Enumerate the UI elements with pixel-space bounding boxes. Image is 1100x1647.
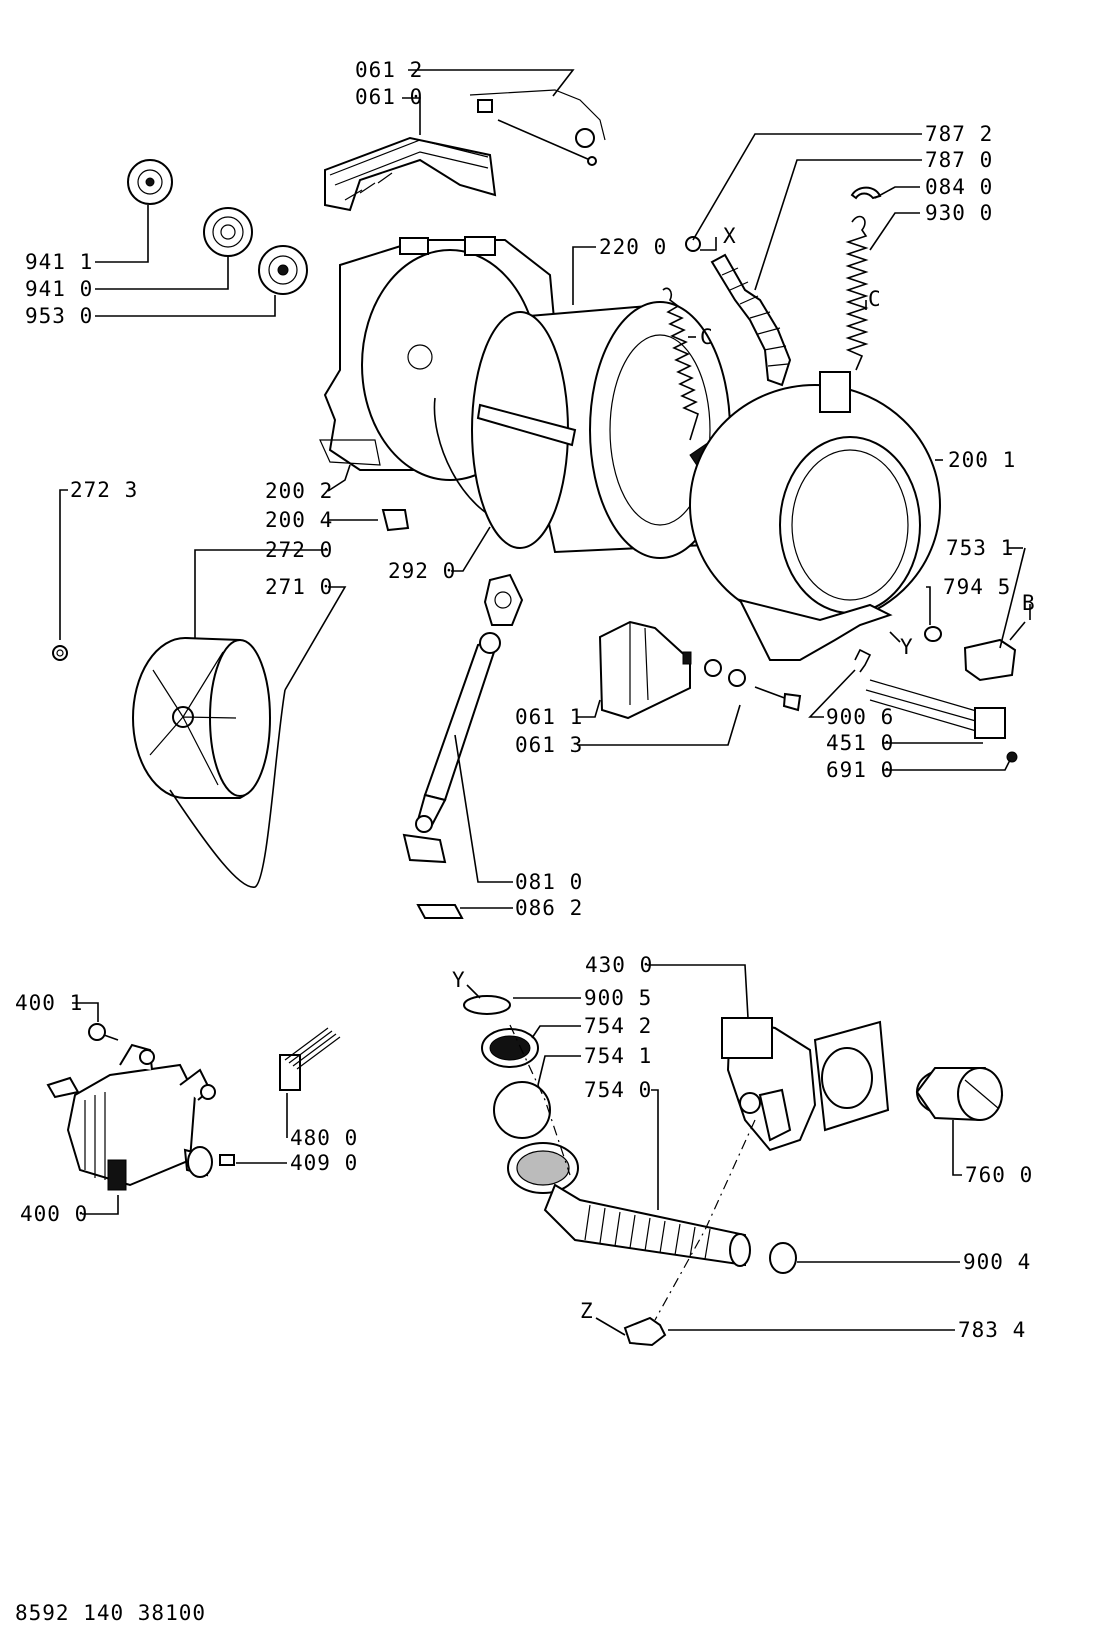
label-900-6: 900 6 [826,705,894,729]
document-number: 8592 140 38100 [15,1601,206,1625]
label-430-0: 430 0 [585,953,653,977]
label-409-0: 409 0 [290,1151,358,1175]
ring-900-5 [463,995,511,1015]
clip-086-2 [416,904,464,919]
label-787-0: 787 0 [925,148,993,172]
clamp-900-4 [769,1242,797,1274]
label-400-0: 400 0 [20,1202,88,1226]
drum [471,301,731,559]
label-y-bottom: Y [452,968,466,992]
front-tub [689,371,941,661]
clip-200-4 [381,509,410,532]
label-061-2: 061 2 [355,58,423,82]
label-941-0: 941 0 [25,277,93,301]
label-900-4: 900 4 [963,1250,1031,1274]
bearing-icon [203,207,253,257]
bolt-kit [704,659,802,712]
label-400-1: 400 1 [15,991,83,1015]
motor-icon [46,1043,216,1191]
label-c-right: C [868,287,882,311]
clip-900-6 [854,648,872,673]
pulley [132,637,271,799]
label-z: Z [580,1299,594,1323]
counterweight-front [598,620,692,720]
label-900-5: 900 5 [584,986,652,1010]
label-272-0: 272 0 [265,538,333,562]
label-292-0: 292 0 [388,559,456,583]
label-061-0: 061 0 [355,85,423,109]
pump-filter [915,1067,1004,1122]
label-787-2: 787 2 [925,122,993,146]
label-200-4: 200 4 [265,508,333,532]
label-691-0: 691 0 [826,758,894,782]
clip-084-0 [850,186,882,200]
label-y-top: Y [900,635,914,659]
label-271-0: 271 0 [265,575,333,599]
grommet-794-5 [924,626,942,642]
label-061-1: 061 1 [515,705,583,729]
label-930-0: 930 0 [925,201,993,225]
label-b: B [1022,591,1036,615]
bearing-icon [127,159,173,205]
shock-absorber [402,573,524,864]
drain-hose [507,1142,751,1267]
label-084-0: 084 0 [925,175,993,199]
screw-400-1 [88,1023,119,1041]
label-x: X [723,224,737,248]
label-794-5: 794 5 [943,575,1011,599]
label-220-0: 220 0 [599,235,667,259]
label-753-1: 753 1 [946,536,1014,560]
bearing-icon [258,245,308,295]
hose-783-4 [623,1316,667,1347]
connector-480-0 [279,1027,341,1091]
heating-element [865,679,1018,763]
leader-lines [59,69,1031,1336]
thermostat [963,621,1026,682]
counterweight-top [324,136,497,212]
label-480-0: 480 0 [290,1126,358,1150]
label-200-1: 200 1 [948,448,1016,472]
label-783-4: 783 4 [958,1318,1026,1342]
ball-754-1 [493,1081,551,1139]
label-754-0: 754 0 [584,1078,652,1102]
nut-272-3 [52,645,68,661]
label-c-left: C [700,325,714,349]
part-labels: 061 2 061 0 941 1 941 0 953 0 787 2 787 … [15,58,1036,1625]
label-272-3: 272 3 [70,478,138,502]
label-941-1: 941 1 [25,250,93,274]
label-061-3: 061 3 [515,733,583,757]
label-754-1: 754 1 [584,1044,652,1068]
label-754-2: 754 2 [584,1014,652,1038]
label-451-0: 451 0 [826,731,894,755]
seal-754-2 [481,1028,539,1068]
bellows-hose [685,236,792,387]
label-953-0: 953 0 [25,304,93,328]
drive-belt [169,689,286,888]
label-200-2: 200 2 [265,479,333,503]
label-760-0: 760 0 [965,1163,1033,1187]
pump-icon [721,1017,890,1152]
axis-line [509,1024,571,1176]
label-081-0: 081 0 [515,870,583,894]
brush-409-0 [219,1154,235,1166]
label-086-2: 086 2 [515,896,583,920]
spring-icon [845,215,869,371]
rod-kit-061-2 [469,89,606,166]
